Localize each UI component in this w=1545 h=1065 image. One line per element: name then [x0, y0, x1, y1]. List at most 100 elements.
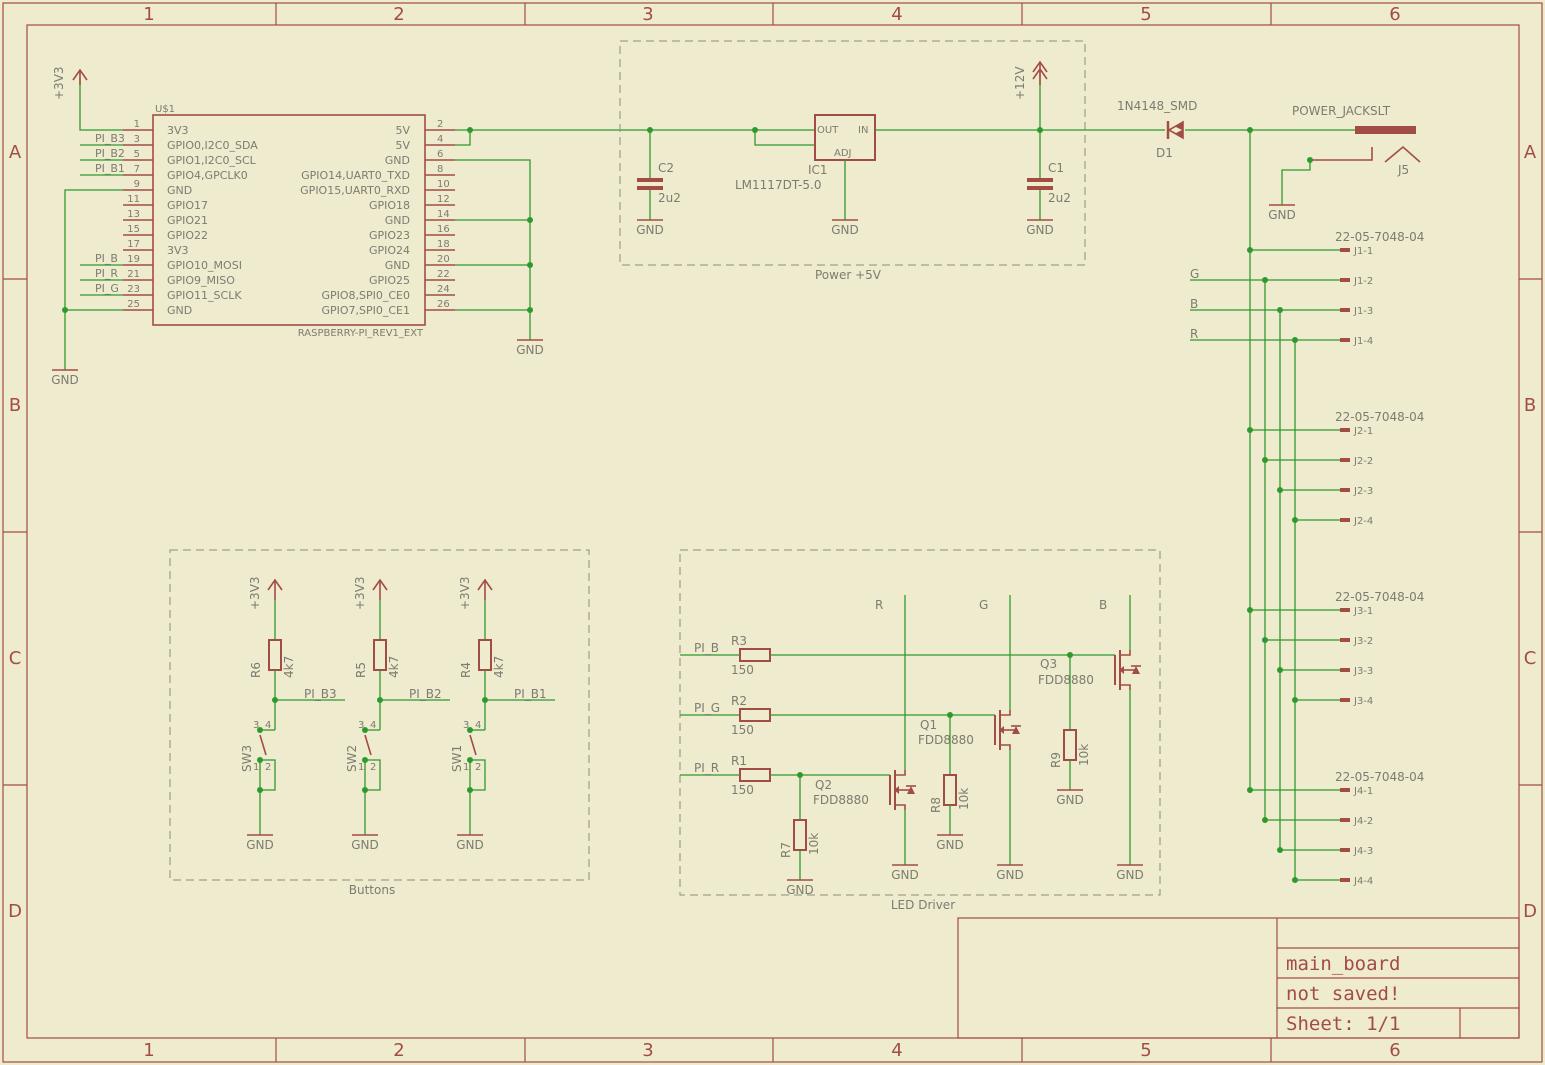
q2-ref: Q2 — [815, 778, 832, 792]
column-labels-bottom: 1 2 3 4 5 6 — [143, 1040, 1400, 1061]
svg-text:4: 4 — [265, 720, 271, 731]
supply-3v3-icon: +3V3 — [52, 66, 88, 100]
diode-value: 1N4148_SMD — [1117, 99, 1197, 113]
svg-text:GND: GND — [786, 883, 814, 897]
pin-name: GPIO7,SPI0_CE1 — [321, 304, 410, 317]
pin-number: 12 — [437, 194, 450, 205]
mosfet-q1: Q1 FDD8880 — [918, 710, 1021, 750]
sheet-number: Sheet: 1/1 — [1286, 1013, 1400, 1035]
svg-text:2: 2 — [370, 762, 376, 773]
rpi-pin: 25V — [395, 119, 455, 137]
pin-number: 10 — [437, 179, 450, 190]
col-label: 3 — [642, 4, 653, 25]
svg-text:GND: GND — [1268, 208, 1296, 222]
connector-pin: J2-2 — [1353, 456, 1373, 467]
connector-pin: J4-3 — [1353, 846, 1373, 857]
switch-ref: SW1 — [450, 745, 464, 772]
pin-number: 8 — [437, 164, 443, 175]
pin-number: 17 — [127, 239, 140, 250]
resistor-value: 4k7 — [387, 656, 401, 678]
pin-number: 9 — [134, 179, 140, 190]
resistor-ref: R3 — [731, 634, 747, 648]
net-label: PI_G — [694, 701, 720, 715]
svg-text:+3V3: +3V3 — [248, 576, 262, 610]
col-label: 1 — [143, 4, 154, 25]
svg-text:GND: GND — [51, 373, 79, 387]
col-label: 6 — [1389, 1040, 1400, 1061]
jack-value: POWER_JACKSLT — [1292, 104, 1391, 118]
pin-name: GND — [385, 259, 410, 272]
connector-value: 22-05-7048-04 — [1335, 230, 1424, 244]
pin-name: GPIO4,GPCLK0 — [167, 169, 248, 182]
pin-number: 14 — [437, 209, 450, 220]
pin-number: 21 — [127, 269, 140, 280]
rpi-pin: 14 GND — [385, 209, 455, 227]
row-label: C — [9, 648, 22, 669]
svg-text:GND: GND — [636, 223, 664, 237]
connector-bus: G B R 22-05-7048-04J1-1J1-2J1-3J1-422-05… — [1190, 127, 1424, 887]
pin-name: GPIO21 — [167, 214, 208, 227]
pin-name: GPIO9_MISO — [167, 274, 235, 287]
power-jack-j5: POWER_JACKSLT J5 GND — [1268, 104, 1421, 222]
col-label: 2 — [393, 4, 404, 25]
pin-number: 13 — [127, 209, 140, 220]
rpi-pin: 45V — [395, 134, 455, 152]
group-label: Buttons — [349, 883, 395, 897]
col-label: 2 — [393, 1040, 404, 1061]
connector-value: 22-05-7048-04 — [1335, 410, 1424, 424]
connector-pin: J4-2 — [1353, 816, 1373, 827]
pin-name: GND — [167, 304, 192, 317]
pin-name: GPIO17 — [167, 199, 208, 212]
pin-number: 18 — [437, 239, 450, 250]
r9-ref: R9 — [1049, 752, 1063, 768]
pin-number: 2 — [437, 119, 443, 130]
resistor-ref: R5 — [354, 662, 368, 678]
connector-pin: J3-4 — [1353, 696, 1373, 707]
channel-label: B — [1099, 598, 1107, 612]
svg-text:+12V: +12V — [1013, 66, 1027, 100]
svg-text:GND: GND — [1026, 223, 1054, 237]
connector-pin: J1-4 — [1353, 336, 1373, 347]
pin-name: GPIO24 — [369, 244, 410, 257]
rpi-wiring — [62, 78, 815, 370]
svg-text:GND: GND — [516, 343, 544, 357]
svg-text:GND: GND — [1116, 868, 1144, 882]
col-label: 3 — [642, 1040, 653, 1061]
ground-symbol: GND — [51, 369, 79, 387]
ground-symbol: GND — [516, 339, 544, 357]
connector-pin: J3-3 — [1353, 666, 1373, 677]
pin-number: 4 — [437, 134, 443, 145]
svg-text:2: 2 — [475, 762, 481, 773]
svg-text:GND: GND — [891, 868, 919, 882]
col-label: 5 — [1140, 1040, 1151, 1061]
pin-in: IN — [858, 125, 868, 136]
title-block: main_board not saved! Sheet: 1/1 — [957, 917, 1520, 1039]
row-label: B — [1524, 395, 1536, 416]
row-labels-right: A B C D — [1523, 142, 1537, 922]
net-label: PI_B3 — [304, 687, 337, 701]
rpi-pin: 26 GPIO7,SPI0_CE1 — [321, 299, 455, 317]
r7-ref: R7 — [779, 842, 793, 858]
pin-number: 26 — [437, 299, 450, 310]
svg-text:GND: GND — [1056, 793, 1084, 807]
pin-name: GND — [385, 214, 410, 227]
q1-ref: Q1 — [920, 718, 937, 732]
